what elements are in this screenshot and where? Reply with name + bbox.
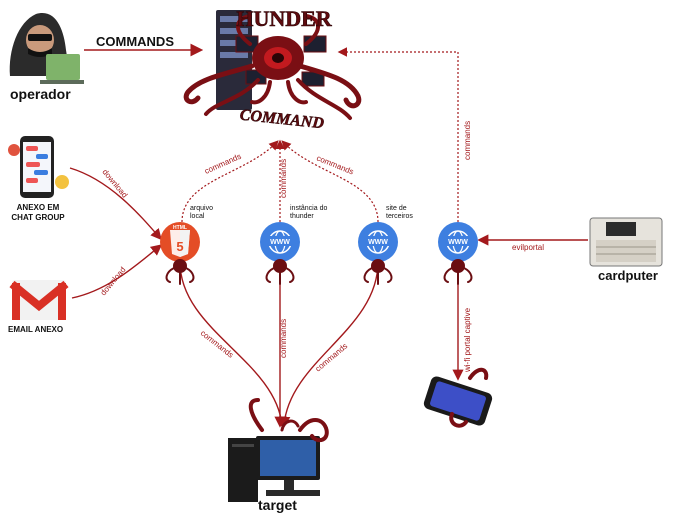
chat-attachment-label: ANEXO EM CHAT GROUP bbox=[11, 203, 65, 222]
smartphone-icon bbox=[423, 367, 493, 428]
edge-label-commands-thunder: commands bbox=[279, 159, 288, 198]
html5-badge-label: HTML bbox=[173, 225, 187, 231]
www-badge-third-party: WWW bbox=[368, 239, 388, 246]
edge-label-wifi-captive: wi-fi portal captive bbox=[463, 307, 472, 373]
edge-local-file-to-command bbox=[181, 140, 279, 223]
html5-badge-number: 5 bbox=[176, 239, 183, 254]
logo-text-top: HUNDER bbox=[236, 6, 332, 31]
cardputer-label: cardputer bbox=[598, 268, 658, 283]
www-hub-third-party: WWW bbox=[358, 222, 398, 285]
edge-label-evilportal: evilportal bbox=[512, 243, 544, 252]
operator-icon bbox=[9, 12, 84, 84]
thunder-command-logo: HUNDER COMMAND bbox=[183, 6, 362, 133]
edge-label-commands-portal: commands bbox=[463, 121, 472, 160]
edge-label-commands-local: commands bbox=[203, 152, 242, 176]
edge-label-commands-main: COMMANDS bbox=[96, 34, 174, 49]
edge-label-download-email: download bbox=[99, 265, 128, 297]
logo-text-bottom: COMMAND bbox=[239, 107, 325, 133]
operator-label: operador bbox=[10, 86, 71, 102]
www-hub-evilportal: WWW bbox=[438, 222, 478, 285]
www-badge-evilportal: WWW bbox=[448, 239, 468, 246]
gmail-icon bbox=[9, 280, 69, 320]
edge-label-commands-third: commands bbox=[315, 154, 355, 177]
edge-third-party-to-command bbox=[281, 140, 379, 223]
thunder-instance-label: instância do thunder bbox=[290, 205, 328, 220]
edge-label-download-chat: download bbox=[100, 168, 129, 200]
edge-chat-download bbox=[69, 167, 162, 241]
target-computer-icon bbox=[228, 398, 329, 502]
cardputer-icon bbox=[589, 217, 663, 267]
chat-group-phone-icon bbox=[8, 136, 69, 198]
www-badge-thunder: WWW bbox=[270, 239, 290, 246]
edge-local-file-to-target bbox=[179, 261, 287, 428]
third-party-site-label: site de terceiros bbox=[386, 205, 413, 220]
edge-third-party-to-target bbox=[279, 261, 379, 428]
target-label: target bbox=[258, 497, 297, 513]
html5-hub: HTML 5 bbox=[160, 222, 200, 285]
edge-evilportal-hub-to-command bbox=[337, 47, 459, 222]
edge-email-download bbox=[71, 244, 163, 299]
email-attachment-label: EMAIL ANEXO bbox=[8, 325, 64, 334]
local-file-label: arquivo local bbox=[190, 205, 213, 220]
www-hub-thunder: WWW bbox=[260, 222, 300, 285]
edge-label-commands-target-mid: commands bbox=[279, 319, 288, 358]
